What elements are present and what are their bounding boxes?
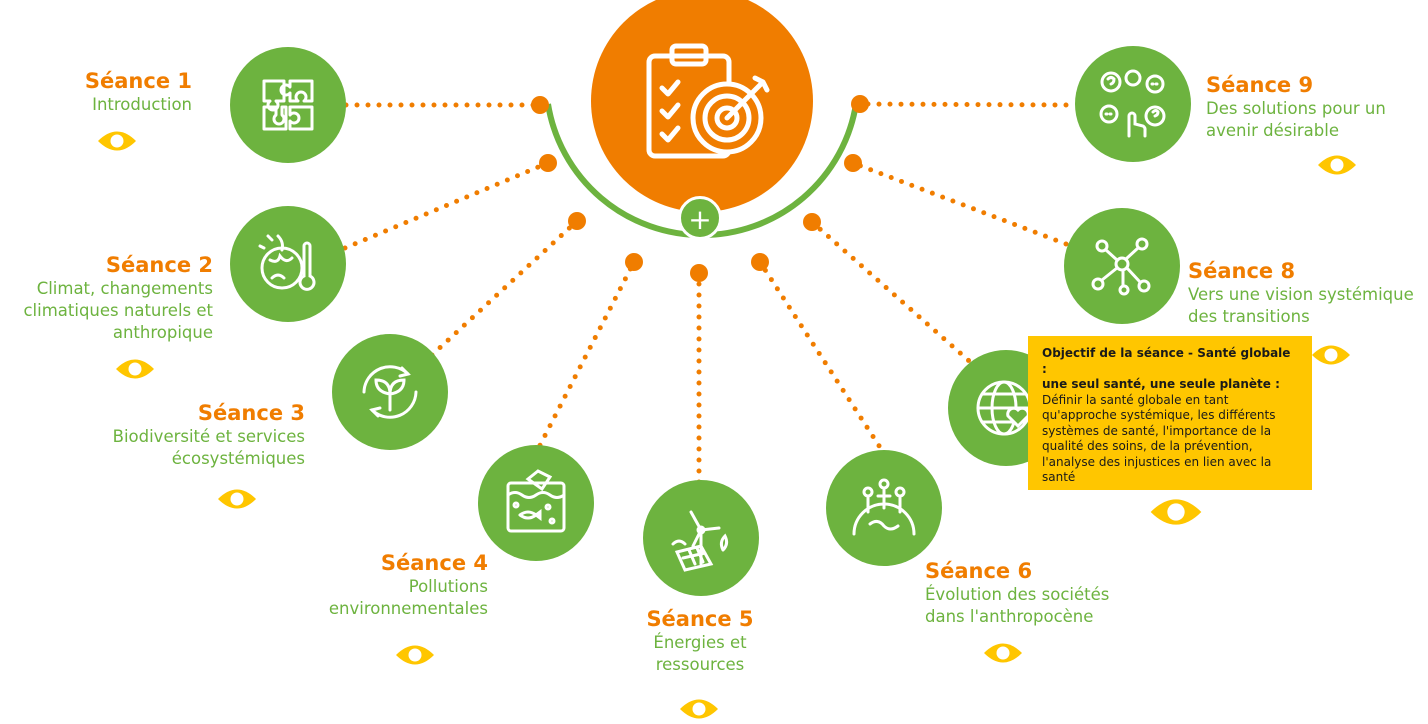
session-8-title: Séance 8	[1188, 259, 1296, 283]
session-8-desc-line-1: Vers une vision systémique	[1188, 285, 1414, 304]
tooltip-title-line-1: Objectif de la séance - Santé globale :	[1042, 346, 1291, 376]
session-2-eye-icon[interactable]	[114, 354, 156, 384]
session-5-eye-icon[interactable]	[678, 694, 720, 724]
session-6-eye-icon[interactable]	[982, 638, 1024, 668]
session-5-node[interactable]	[643, 480, 759, 596]
connector-2	[342, 160, 551, 251]
tooltip-body-line-1: Définir la santé globale en tant	[1042, 392, 1229, 407]
connector-6	[757, 259, 888, 458]
network-icon	[1091, 237, 1151, 296]
earth-thermometer-icon	[258, 234, 316, 291]
session-9-eye-icon[interactable]	[1316, 150, 1358, 180]
session-5-label: Séance 5 Énergies et ressources	[620, 606, 780, 676]
session-8-desc-line-2: des transitions	[1188, 307, 1310, 326]
session-3-eye-icon[interactable]	[216, 484, 258, 514]
tooltip-title-line-2: une seul santé, une seule planète :	[1042, 377, 1280, 391]
session-9-node[interactable]	[1075, 46, 1191, 162]
session-8-node[interactable]	[1064, 208, 1180, 324]
session-7-eye-icon[interactable]	[1148, 492, 1204, 532]
connector-dot-6	[751, 253, 769, 271]
session-9-desc-line-2: avenir désirable	[1206, 121, 1340, 140]
puzzle-icon	[262, 79, 314, 131]
tooltip-body-line-4: qualité des soins, de la prévention,	[1042, 439, 1253, 453]
session-4-node[interactable]	[478, 445, 594, 561]
session-1-desc: Introduction	[92, 95, 192, 114]
session-6-desc-line-2: dans l'anthropocène	[925, 607, 1094, 626]
session-2-desc-line-1: Climat, changements	[36, 279, 213, 298]
connector-3	[429, 218, 580, 358]
session-4-eye-icon[interactable]	[394, 640, 436, 670]
ideas-hand-icon	[1099, 69, 1166, 138]
session-4-desc-line-1: Pollutions	[408, 577, 488, 596]
connector-dot-2	[539, 154, 557, 172]
session-3-desc-line-2: écosystémiques	[171, 449, 305, 468]
session-9-label: Séance 9 Des solutions pour un avenir dé…	[1206, 72, 1416, 142]
session-1-eye-icon[interactable]	[96, 126, 138, 156]
session-2-title: Séance 2	[105, 253, 213, 277]
tooltip-body-line-5: l'analyse des injustices en lien avec la	[1042, 454, 1272, 469]
session-3-title: Séance 3	[197, 401, 305, 425]
session-8-label: Séance 8 Vers une vision systémique des …	[1188, 258, 1428, 328]
tooltip-body-line-2: qu'approche systémique, les différents	[1042, 408, 1276, 422]
session-6-node[interactable]	[826, 450, 942, 566]
connector-dot-3	[568, 212, 586, 230]
session-9-title: Séance 9	[1206, 73, 1314, 97]
connector-dot-9	[851, 95, 869, 113]
session-4-title: Séance 4	[380, 551, 488, 575]
connector-dot-8	[844, 154, 862, 172]
session-5-desc-line-1: Énergies et	[653, 633, 747, 652]
session-2-node[interactable]	[230, 206, 346, 322]
session-5-title: Séance 5	[646, 607, 754, 631]
session-8-eye-icon[interactable]	[1310, 340, 1352, 370]
clipboard-target-icon	[646, 43, 770, 159]
connector-dot-5	[690, 264, 708, 282]
session-3-node[interactable]	[332, 334, 448, 450]
session-6-title: Séance 6	[925, 559, 1033, 583]
connector-dot-7	[803, 213, 821, 231]
session-1-node[interactable]	[230, 47, 346, 163]
hub-circle	[591, 0, 813, 212]
session-2-desc-line-3: anthropique	[112, 323, 213, 342]
tooltip-body-line-6: santé	[1042, 470, 1076, 484]
connector-dot-4	[625, 253, 643, 271]
session-6-label: Séance 6 Évolution des sociétés dans l'a…	[925, 558, 1165, 628]
session-objective-tooltip: Objectif de la séance - Santé globale : …	[1028, 336, 1312, 490]
session-1-title: Séance 1	[84, 69, 192, 93]
connector-9	[859, 101, 1069, 108]
connector-7	[809, 219, 988, 378]
tooltip-body-line-3: systèmes de santé, l'importance de la	[1042, 423, 1272, 438]
connector-dot-1	[531, 96, 549, 114]
polluted-water-icon	[506, 469, 566, 533]
session-2-desc-line-2: climatiques naturels et	[23, 301, 213, 320]
session-1-label: Séance 1 Introduction	[30, 68, 192, 116]
session-6-desc-line-1: Évolution des sociétés	[925, 585, 1110, 604]
wind-solar-icon	[671, 510, 729, 572]
session-9-desc-line-1: Des solutions pour un	[1206, 99, 1386, 118]
recycle-leaf-icon	[362, 365, 418, 419]
expand-plus-button[interactable]: +	[678, 196, 722, 240]
session-4-desc-line-2: environnementales	[328, 599, 488, 618]
session-5-desc-line-2: ressources	[655, 655, 745, 674]
connector-8	[850, 160, 1069, 247]
session-2-label: Séance 2 Climat, changements climatiques…	[0, 252, 213, 344]
session-4-label: Séance 4 Pollutions environnementales	[290, 550, 488, 620]
session-3-label: Séance 3 Biodiversité et services écosys…	[60, 400, 305, 470]
connector-4	[532, 259, 637, 458]
session-3-desc-line-1: Biodiversité et services	[112, 427, 305, 446]
people-globe-icon	[852, 478, 916, 536]
globe-heart-icon	[976, 380, 1032, 436]
